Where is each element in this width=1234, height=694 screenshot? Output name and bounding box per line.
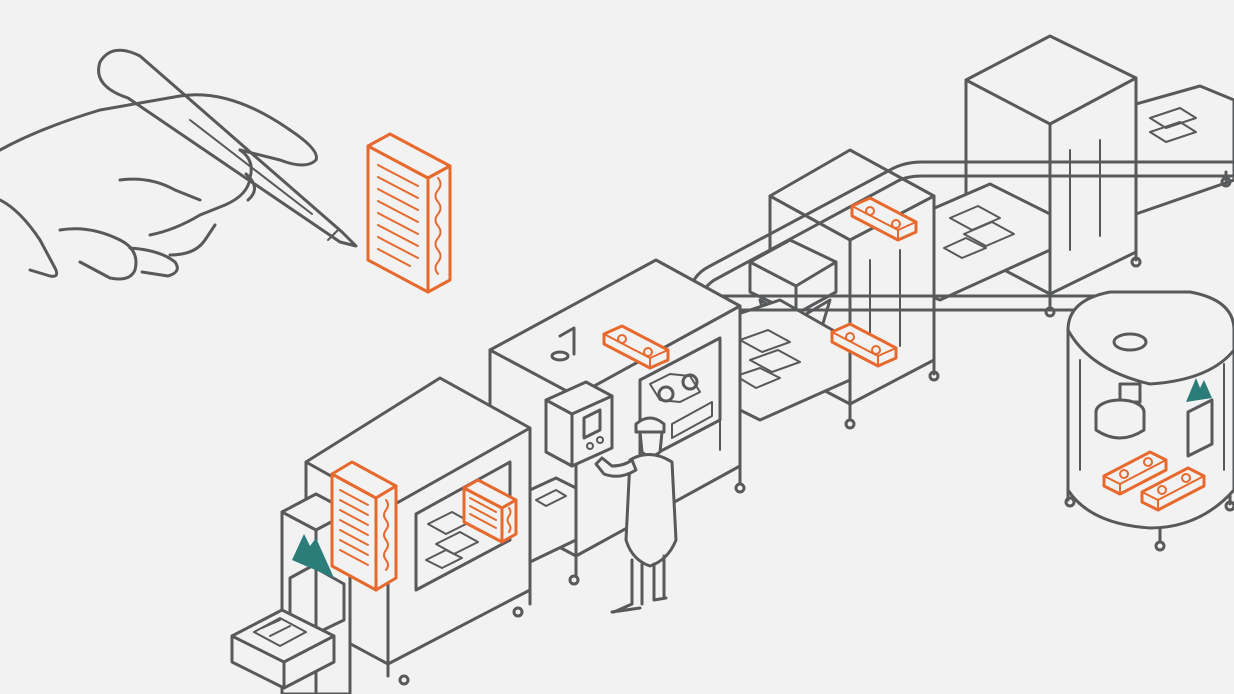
document-icon [366, 132, 452, 294]
product-tray-icon [850, 196, 918, 242]
document-icon [462, 478, 518, 544]
product-tray-icon [602, 324, 670, 370]
product-tray-icon [1102, 450, 1168, 496]
company-logo-icon [1186, 378, 1212, 402]
hand-with-pen-icon [0, 48, 358, 281]
conveyor-rear [928, 182, 1056, 318]
product-tray-icon [830, 322, 898, 368]
control-panel-icon [544, 380, 614, 468]
first-machine [304, 376, 532, 686]
operator-icon [594, 416, 678, 614]
product-tray-icon [1140, 466, 1206, 512]
company-logo-icon [292, 534, 334, 578]
round-machine [1064, 290, 1234, 552]
document-icon [330, 460, 398, 592]
